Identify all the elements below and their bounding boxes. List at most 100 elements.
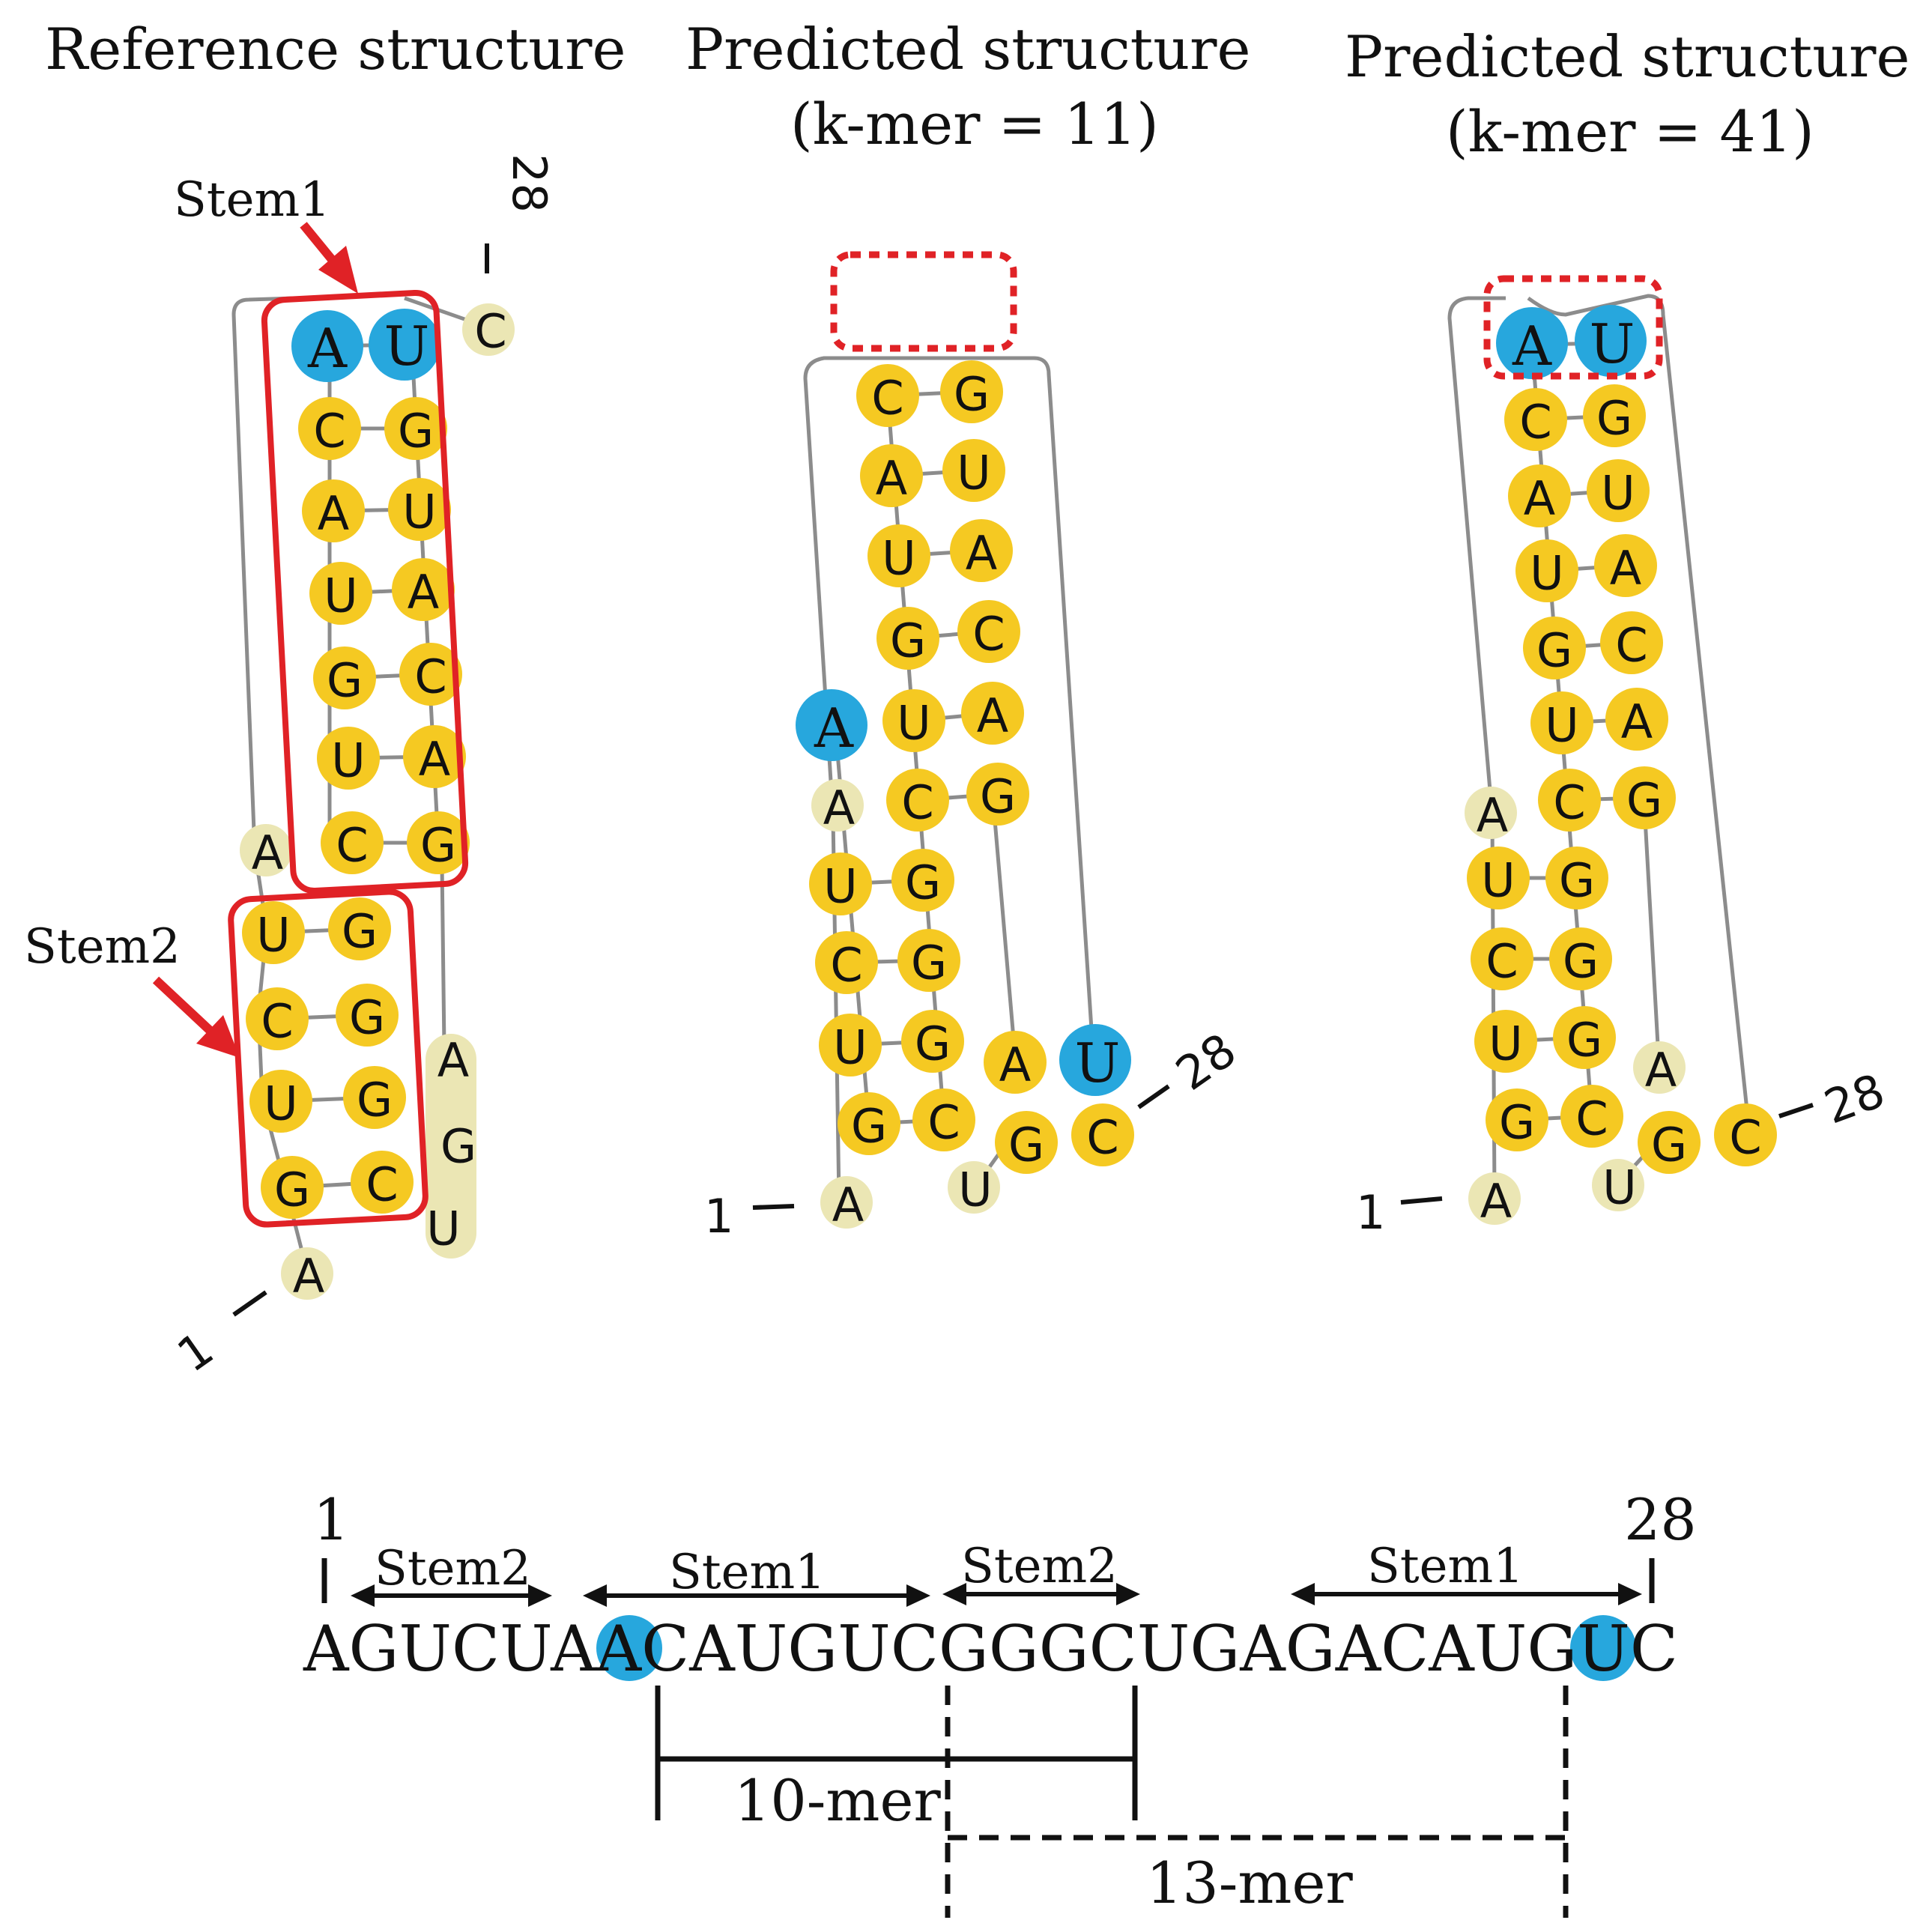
svg-text:G: G xyxy=(274,1163,310,1217)
svg-text:U: U xyxy=(897,696,930,751)
svg-text:G: G xyxy=(1651,1118,1687,1172)
title-predicted-41-line2: (k-mer = 41) xyxy=(1446,98,1814,165)
svg-text:U: U xyxy=(1481,853,1515,908)
svg-text:G: G xyxy=(890,614,926,668)
title-predicted-11-line2: (k-mer = 11) xyxy=(790,91,1159,157)
svg-text:G: G xyxy=(1566,1013,1602,1068)
svg-text:C: C xyxy=(1729,1110,1761,1165)
svg-text:A: A xyxy=(832,1178,864,1232)
predicted-11-end-label: 28 xyxy=(1166,1023,1246,1101)
title-predicted-11-line1: Predicted structure xyxy=(685,16,1250,82)
sequence-text: AGUCUAACAUGUCGGGCUGAGACAUGUC xyxy=(303,1612,1678,1686)
svg-text:U: U xyxy=(1590,312,1635,375)
svg-text:C: C xyxy=(414,649,446,704)
svg-text:C: C xyxy=(1575,1091,1608,1146)
svg-text:U: U xyxy=(384,315,430,378)
svg-text:C: C xyxy=(830,938,862,993)
predicted-41-nucleotides: A U C G A U U A G C U A C G A U G C G U … xyxy=(1465,305,1777,1229)
svg-text:G: G xyxy=(327,653,363,708)
svg-text:U: U xyxy=(833,1020,867,1075)
svg-text:A: A xyxy=(419,732,450,787)
svg-text:A: A xyxy=(977,688,1008,743)
svg-text:U: U xyxy=(957,446,990,500)
svg-text:U: U xyxy=(1545,698,1578,753)
svg-text:C: C xyxy=(1615,618,1647,673)
svg-text:G: G xyxy=(905,856,941,910)
predicted-41-end-label: 28 xyxy=(1817,1063,1892,1135)
bracket-13-mer: 13-mer xyxy=(945,1686,1569,1918)
predicted-41-recovered-pair-box xyxy=(1483,275,1663,380)
svg-text:A: A xyxy=(408,565,439,620)
sequence-start-number: 1 xyxy=(313,1486,349,1553)
svg-text:U: U xyxy=(958,1163,992,1217)
svg-text:C: C xyxy=(313,404,345,458)
svg-text:A: A xyxy=(1480,1174,1512,1229)
svg-text:A: A xyxy=(437,1033,469,1088)
bracket-13-mer-label: 13-mer xyxy=(1146,1850,1353,1916)
svg-text:A: A xyxy=(1610,541,1641,596)
sequence-end-number: 28 xyxy=(1624,1486,1697,1553)
svg-text:G: G xyxy=(1536,623,1572,678)
svg-text:A: A xyxy=(876,451,907,506)
stem1-first-label: Stem1 xyxy=(669,1545,826,1600)
svg-text:G: G xyxy=(1563,934,1599,989)
svg-text:A: A xyxy=(1645,1043,1677,1097)
svg-text:A: A xyxy=(999,1038,1031,1092)
svg-text:A: A xyxy=(1477,788,1508,843)
predicted-41-start-label: 1 xyxy=(1356,1185,1385,1240)
svg-text:C: C xyxy=(366,1157,398,1212)
svg-text:C: C xyxy=(1519,395,1551,449)
stem1-second-label: Stem1 xyxy=(1367,1539,1524,1594)
svg-text:C: C xyxy=(1486,934,1518,989)
svg-text:U: U xyxy=(1075,1032,1121,1094)
svg-text:A: A xyxy=(293,1249,324,1303)
svg-text:G: G xyxy=(1596,391,1632,446)
reference-structure: C A U C G A U U A G C U A C G A U G C G … xyxy=(24,154,557,1383)
svg-text:G: G xyxy=(911,936,947,990)
predicted-41-backbone xyxy=(1447,294,1751,1196)
svg-text:A: A xyxy=(307,317,348,380)
stem2-second-label: Stem2 xyxy=(961,1539,1118,1594)
svg-text:U: U xyxy=(882,531,915,586)
svg-text:U: U xyxy=(1530,546,1563,601)
reference-end-label: 28 xyxy=(502,154,557,213)
reference-start-label: 1 xyxy=(168,1321,223,1382)
reference-backbone xyxy=(231,296,495,1278)
svg-text:G: G xyxy=(980,769,1016,824)
svg-text:A: A xyxy=(1621,694,1653,749)
svg-text:C: C xyxy=(474,304,506,359)
predicted-11-start-label: 1 xyxy=(704,1189,733,1244)
highlight-position-7 xyxy=(596,1615,662,1681)
predicted-11-structure: C G A U U A G C U A C G A A U G C G U G … xyxy=(704,251,1246,1244)
svg-text:U: U xyxy=(324,569,357,623)
svg-text:C: C xyxy=(972,607,1005,661)
svg-text:A: A xyxy=(814,697,854,760)
svg-text:U: U xyxy=(1602,1160,1636,1215)
stem2-label: Stem2 xyxy=(24,919,181,975)
svg-text:U: U xyxy=(331,733,365,788)
bracket-10-mer-label: 10-mer xyxy=(734,1767,941,1834)
svg-text:G: G xyxy=(1008,1118,1044,1172)
highlight-position-27 xyxy=(1570,1615,1636,1681)
svg-text:A: A xyxy=(823,781,855,835)
svg-text:G: G xyxy=(954,367,990,422)
svg-text:G: G xyxy=(915,1017,951,1071)
svg-text:C: C xyxy=(927,1095,960,1150)
svg-text:A: A xyxy=(966,526,997,581)
svg-text:G: G xyxy=(1626,773,1662,828)
svg-text:A: A xyxy=(1512,315,1552,378)
stem1-label: Stem1 xyxy=(174,172,330,228)
svg-text:U: U xyxy=(426,1202,460,1256)
svg-text:G: G xyxy=(357,1073,393,1127)
stem2-first-label: Stem2 xyxy=(375,1541,531,1596)
svg-text:A: A xyxy=(1524,471,1555,526)
svg-text:C: C xyxy=(336,818,368,873)
svg-text:G: G xyxy=(342,904,378,959)
svg-text:G: G xyxy=(398,404,434,458)
svg-text:U: U xyxy=(823,859,857,914)
reference-nucleotides: C A U C G A U U A G C U A C G A U G C G … xyxy=(240,303,515,1303)
stem-arrows: Stem2 Stem1 Stem2 Stem1 xyxy=(351,1539,1642,1607)
svg-text:G: G xyxy=(1559,853,1595,908)
predicted-11-missing-pair-box xyxy=(830,251,1017,352)
